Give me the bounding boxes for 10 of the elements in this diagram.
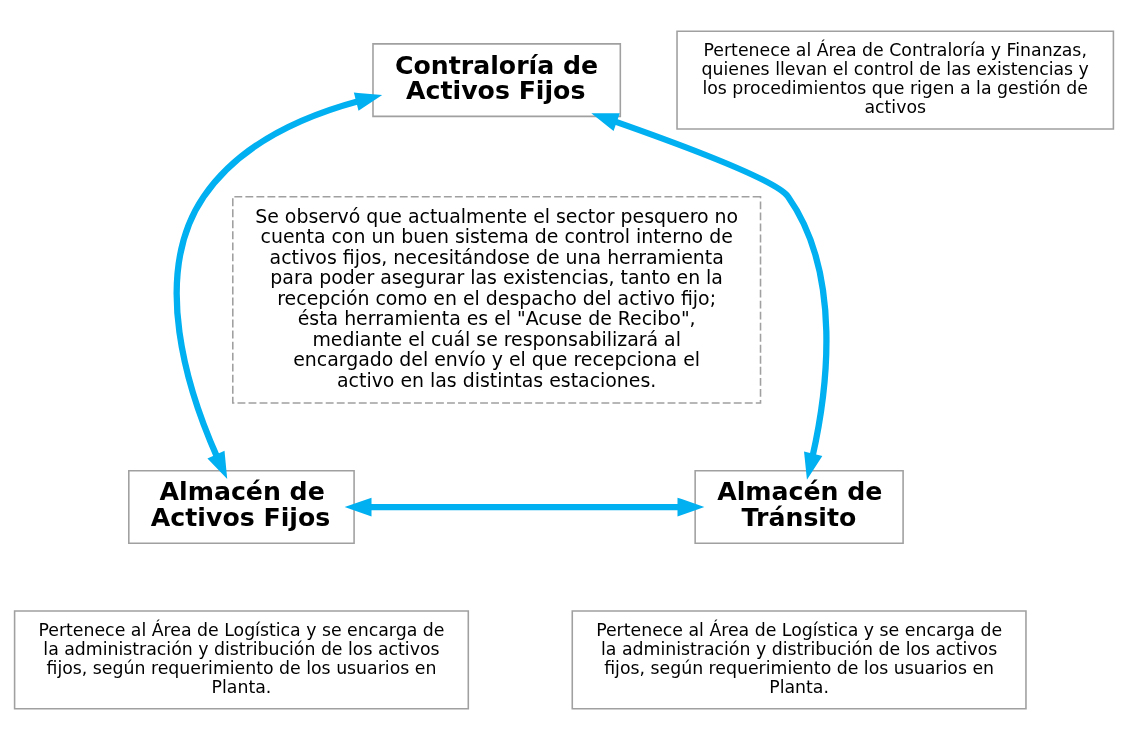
node-box: Almacén de Activos Fijos <box>128 470 355 545</box>
node-box: Almacén de Tránsito <box>694 470 904 545</box>
node-box: Pertenece al Área de Logística y se encarga de la administración y distribución de los activos fijos, según requerimiento de los usuarios en Planta. <box>13 610 470 710</box>
node-box: Pertenece al Área de Contraloría y Finanzas, quienes llevan el control de las existencias y los procedimientos que rigen a la gestión de activos <box>676 30 1115 130</box>
node-box: Pertenece al Área de Logística y se encarga de la administración y distribución de los activos fijos, según requerimiento de los usuarios en Planta. <box>571 610 1027 710</box>
arrow <box>591 113 830 480</box>
arrow <box>344 497 705 517</box>
node-box: Se observó que actualmente el sector pesquero no cuenta con un buen sistema de control interno de activos fijos, necesitándose de una herramienta para poder asegurar las existencias, tanto en la recepción como en el despacho del activo fijo; ésta herramienta es el "Acuse de Recibo", mediante el cuál se responsabilizará al encargado del envío y el que recepciona el activo en las distintas estaciones. <box>232 195 762 404</box>
node-box: Contraloría de Activos Fijos <box>372 43 622 118</box>
arrow <box>173 92 383 480</box>
